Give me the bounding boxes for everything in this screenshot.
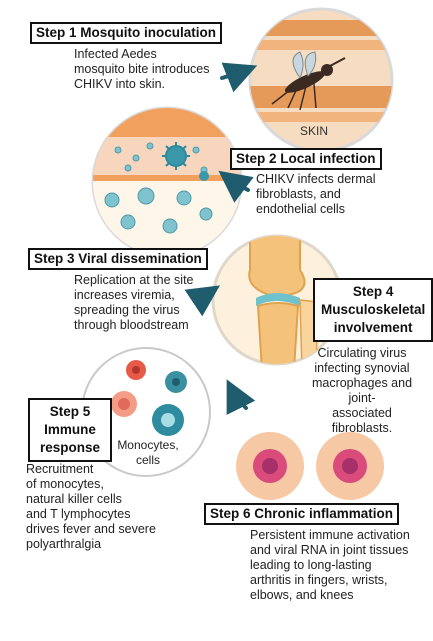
step-4-label: Step 4 Musculoskeletal involvement: [313, 278, 433, 342]
immune-cells-circle: [81, 347, 211, 477]
step-5-label: Step 5 Immune response: [28, 398, 113, 462]
immune-cells-label: Monocytes, cells: [117, 438, 179, 467]
step-3-description: Replication at the site increases viremi…: [74, 273, 194, 332]
skin-label: SKIN: [300, 124, 329, 138]
step-3-label: Step 3 Viral dissemination: [28, 248, 208, 270]
inflamed-cells: [236, 432, 384, 500]
step-1-description: Infected Aedes mosquito bite introduces …: [74, 47, 210, 91]
flow-arrows: [184, 62, 258, 416]
skin-circle: [248, 7, 394, 153]
dermis-circle: [91, 106, 243, 258]
mosquito-icon: [271, 51, 346, 111]
knee-joint-circle: [211, 234, 343, 366]
step-1-label: Step 1 Mosquito inoculation: [30, 22, 222, 44]
step-4-description: Circulating virus infecting synovial mac…: [311, 346, 413, 435]
step-6-description: Persistent immune activation and viral R…: [250, 528, 410, 602]
step-5-description: Recruitment of monocytes, natural killer…: [26, 462, 156, 551]
step-2-description: CHIKV infects dermal fibroblasts, and en…: [256, 172, 376, 216]
step-2-label: Step 2 Local infection: [230, 148, 382, 170]
step-6-label: Step 6 Chronic inflammation: [204, 503, 400, 525]
virus-icon: [162, 142, 190, 170]
